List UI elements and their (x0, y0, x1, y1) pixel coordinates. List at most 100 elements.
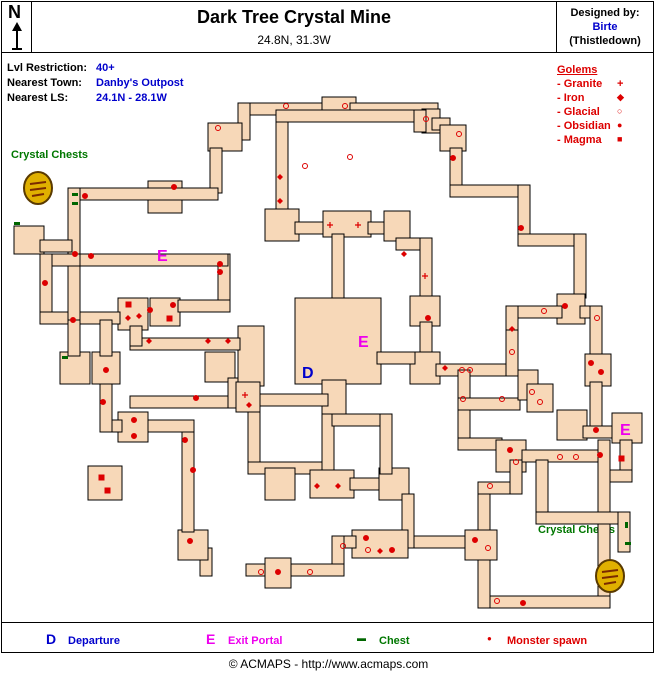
info-value-town: Danby's Outpost (96, 77, 184, 89)
spawn-glacial (513, 459, 519, 465)
info-value-level: 40+ (96, 62, 115, 74)
corridor (331, 233, 345, 301)
crystal-chests-label-west: Crystal Chests (11, 149, 89, 161)
golem-iron-symbol: ◆ (617, 92, 624, 102)
spawn-obsidian (520, 600, 526, 606)
room (322, 210, 372, 238)
footer-credit: © ACMAPS - http://www.acmaps.com (228, 657, 429, 671)
spawn-magma (104, 487, 111, 494)
spawn-magma (125, 301, 132, 308)
golems-title: Golems (557, 64, 598, 76)
crystal-chest-icon-east (595, 559, 625, 593)
golem-iron-label: - Iron (557, 92, 585, 104)
iron-spawns (125, 174, 515, 554)
spawn-obsidian (100, 399, 106, 405)
crystal-chests-label-east: Crystal Chests (538, 524, 616, 536)
monster-spawns (42, 155, 625, 606)
spawn-granite (355, 222, 361, 228)
chest-marker (14, 222, 20, 225)
corridor (349, 477, 381, 491)
exit-marker-east: E (620, 422, 631, 439)
spawn-obsidian (389, 547, 395, 553)
spawn-obsidian (597, 452, 603, 458)
spawn-obsidian (472, 537, 478, 543)
spawn-obsidian (103, 367, 109, 373)
corridor (589, 381, 603, 433)
corridor (275, 109, 427, 123)
spawn-glacial (307, 569, 313, 575)
spawn-iron (401, 251, 407, 257)
spawn-iron (136, 313, 142, 319)
spawn-obsidian (187, 538, 193, 544)
corridor (379, 413, 393, 475)
golem-magma-label: - Magma (557, 134, 602, 146)
spawn-iron (335, 483, 341, 489)
designer-server: (Thistledown) (569, 35, 641, 47)
spawn-iron (205, 338, 211, 344)
corridor (99, 319, 113, 357)
room (464, 529, 498, 561)
corridor (477, 595, 611, 609)
legend-spawn-label: Monster spawn (507, 635, 588, 647)
spawn-obsidian (518, 225, 524, 231)
corridor (617, 511, 631, 553)
spawn-obsidian (147, 307, 153, 313)
spawn-glacial (342, 103, 348, 109)
designer-label: Designed by: (570, 7, 640, 19)
spawn-obsidian (182, 437, 188, 443)
spawn-obsidian (217, 269, 223, 275)
golem-obsidian-symbol: ● (617, 120, 623, 130)
legend-exit-symbol: E (206, 631, 216, 647)
spawn-glacial (302, 163, 308, 169)
golem-obsidian-label: - Obsidian (557, 120, 611, 132)
legend-chest-symbol: ▬ (357, 633, 366, 643)
chest-marker (72, 202, 78, 205)
corridor (419, 237, 433, 301)
spawn-iron (377, 548, 383, 554)
info-label-level: Lvl Restriction: (7, 62, 88, 74)
room (611, 412, 643, 444)
designer-box: Designed by: Birte (Thistledown) (556, 1, 654, 53)
spawn-glacial (340, 543, 346, 549)
spawn-iron (246, 402, 252, 408)
spawn-glacial (557, 454, 563, 460)
spawn-iron (442, 365, 448, 371)
spawn-glacial (258, 569, 264, 575)
spawn-iron (277, 198, 283, 204)
spawn-obsidian (507, 447, 513, 453)
golem-granite-label: - Granite (557, 78, 603, 90)
room (526, 383, 554, 413)
spawn-magma (98, 474, 105, 481)
corridors (13, 96, 643, 609)
spawn-glacial (573, 454, 579, 460)
spawn-obsidian (82, 193, 88, 199)
spawn-iron (146, 338, 152, 344)
spawn-obsidian (88, 253, 94, 259)
spawn-glacial (499, 396, 505, 402)
legend-exit-label: Exit Portal (228, 635, 283, 647)
legend-departure-label: Departure (68, 635, 120, 647)
spawn-glacial (485, 545, 491, 551)
exit-marker-west: E (157, 248, 168, 265)
exit-marker-center: E (358, 334, 369, 351)
corridor (294, 221, 326, 235)
compass-box: N (1, 1, 32, 53)
corridor (67, 187, 219, 201)
spawn-obsidian (131, 433, 137, 439)
spawn-iron (225, 338, 231, 344)
room (149, 297, 181, 327)
spawn-obsidian (217, 261, 223, 267)
corridor (209, 147, 223, 194)
info-label-ls: Nearest LS: (7, 92, 69, 104)
spawn-iron (509, 326, 515, 332)
golem-glacial-symbol: ○ (617, 106, 623, 116)
info-label-town: Nearest Town: (7, 77, 82, 89)
spawn-magma (618, 455, 625, 462)
spawn-iron (314, 483, 320, 489)
legend-chest-label: Chest (379, 635, 410, 647)
spawn-obsidian (190, 467, 196, 473)
corridor (535, 511, 631, 525)
corridor (129, 395, 241, 409)
spawn-glacial (459, 367, 465, 373)
granite-spawns (242, 222, 428, 398)
